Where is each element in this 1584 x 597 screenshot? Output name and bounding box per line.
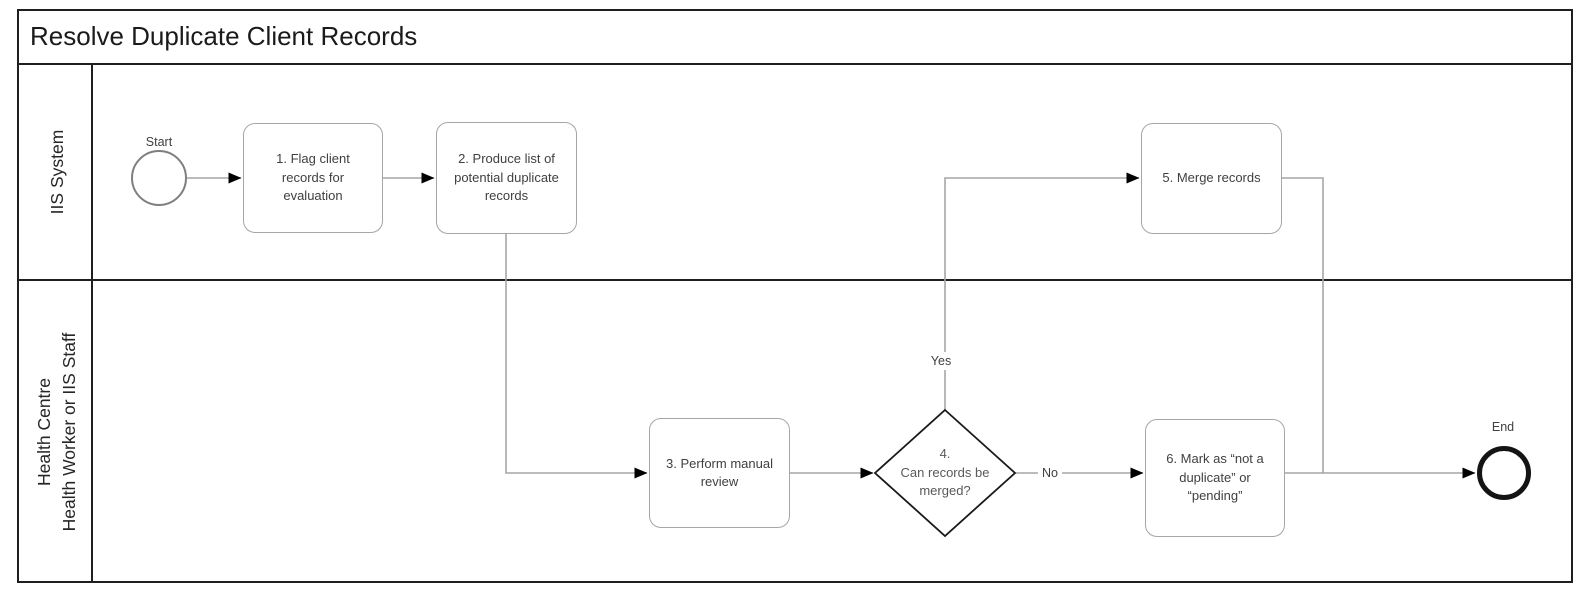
task-mark-not-duplicate: 6. Mark as “not a duplicate” or “pending… <box>1145 419 1285 537</box>
edge-label-no: No <box>1038 464 1062 482</box>
lane-divider <box>17 279 1573 281</box>
task-flag-client-records: 1. Flag client records for evaluation <box>243 123 383 233</box>
start-event-label: Start <box>145 135 173 149</box>
decision-diamond-shape <box>873 408 1017 538</box>
end-event <box>1477 446 1531 500</box>
start-event <box>131 150 187 206</box>
task-merge-records: 5. Merge records <box>1141 123 1282 234</box>
diagram-frame <box>17 9 1573 583</box>
edge-task2-to-task3 <box>505 234 648 479</box>
task-perform-manual-review: 3. Perform manual review <box>649 418 790 528</box>
edge-label-yes: Yes <box>926 352 956 370</box>
diagram-title: Resolve Duplicate Client Records <box>30 21 418 51</box>
edge-task5-join-to-end-line <box>1282 177 1324 473</box>
edge-decision4-yes-to-task5 <box>944 172 1140 410</box>
end-event-label: End <box>1491 420 1515 434</box>
title-divider <box>17 63 1573 65</box>
decision-can-records-be-merged-label: 4. Can records be merged? <box>900 446 990 498</box>
task-produce-duplicate-list: 2. Produce list of potential duplicate r… <box>436 122 577 234</box>
lane-label-column-divider <box>91 63 93 583</box>
